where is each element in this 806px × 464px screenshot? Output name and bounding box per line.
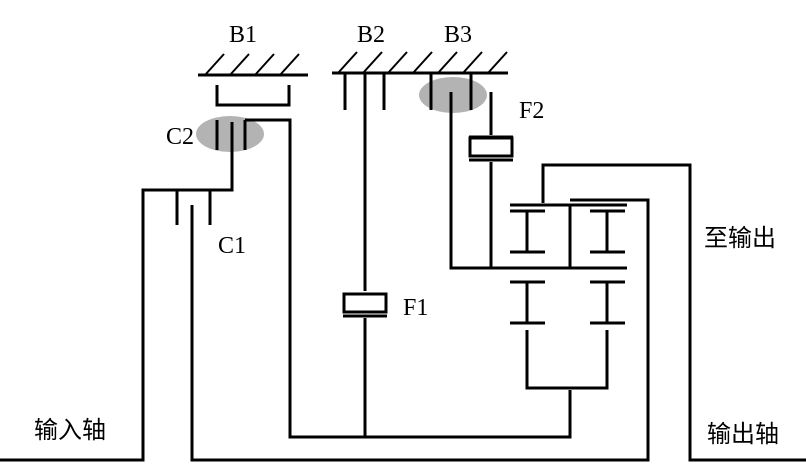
sun-gear-bracket: [525, 330, 609, 390]
input-shaft-line: [0, 122, 234, 462]
label-f1: F1: [403, 295, 428, 321]
label-output-shaft: 输出轴: [707, 420, 779, 448]
one-way-clutch-f2: [468, 136, 514, 158]
label-b1: B1: [229, 22, 257, 48]
brake-b1-ground: [198, 53, 308, 77]
label-to-output: 至输出: [704, 224, 776, 252]
label-input-shaft: 输入轴: [34, 416, 106, 444]
b3-carrier-shaft: [449, 92, 627, 270]
label-f2: F2: [519, 98, 544, 124]
brake-b3-highlight: [419, 77, 487, 113]
label-c2: C2: [166, 124, 194, 150]
one-way-clutch-f1: [342, 292, 388, 314]
clutch-c2-highlight: [196, 116, 264, 152]
label-c1: C1: [218, 233, 246, 259]
c2-drum-shaft: [245, 118, 572, 439]
label-b2: B2: [357, 22, 385, 48]
ring-gear-output: [541, 163, 806, 462]
brake-b2-b3-ground: [332, 51, 508, 75]
label-b3: B3: [444, 22, 472, 48]
brake-b1-bracket: [215, 85, 291, 107]
c1-drum-shaft: [190, 198, 650, 462]
